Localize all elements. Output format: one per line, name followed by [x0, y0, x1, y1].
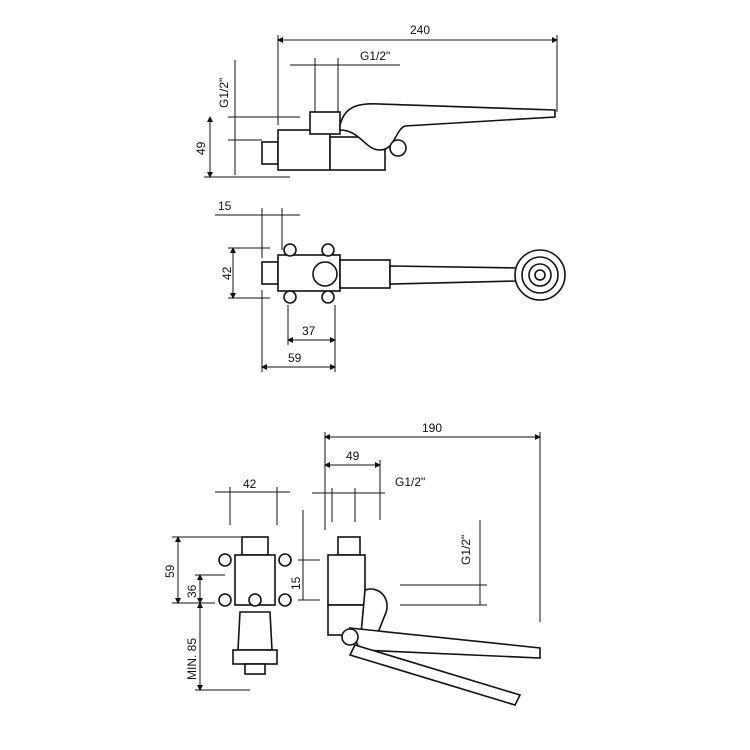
dim-thread-left: G1/2" — [217, 78, 231, 108]
dim-body-offset: 49 — [346, 449, 360, 463]
pivot — [389, 139, 407, 157]
dim-thread-top: G1/2" — [360, 49, 390, 63]
dim-width: 42 — [220, 266, 234, 280]
dim-min-depth: MIN. 85 — [185, 638, 199, 680]
dim-overall-length: 240 — [410, 23, 430, 37]
dim-right-thread: G1/2" — [459, 535, 473, 565]
dim-height: 49 — [194, 141, 208, 155]
front-view: 42 59 36 MIN. 85 — [163, 477, 292, 691]
dim-bolt-spacing: 37 — [302, 324, 316, 338]
dim-right-length: 190 — [422, 421, 442, 435]
dim-right-thread-top: G1/2" — [395, 475, 425, 489]
side-view: 240 G1/2" G1/2" 49 — [194, 23, 558, 178]
dim-center-height: 36 — [185, 584, 199, 598]
dim-nozzle: 15 — [218, 199, 232, 213]
dim-body-length: 59 — [288, 351, 302, 365]
dim-front-height: 59 — [163, 564, 177, 578]
plan-view: 15 42 37 59 — [215, 199, 566, 372]
dim-front-width: 42 — [243, 477, 257, 491]
dim-offset: 15 — [289, 576, 303, 590]
right-view: 190 49 G1/2" 15 G1/2" — [289, 421, 541, 706]
